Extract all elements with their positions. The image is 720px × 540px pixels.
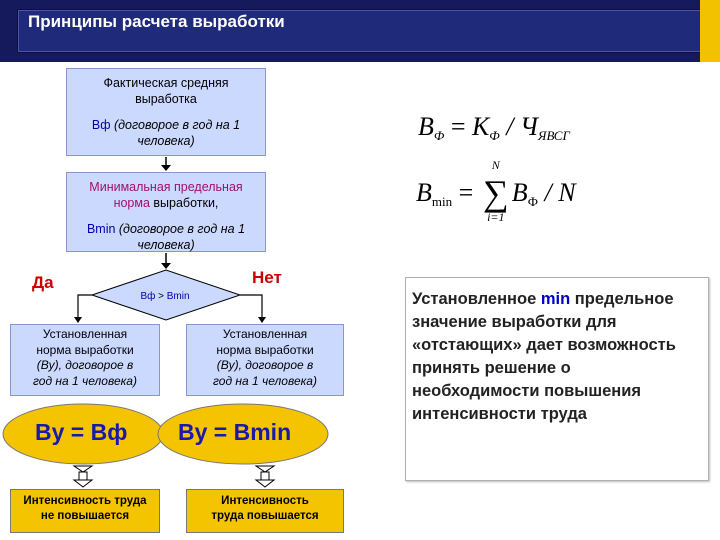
f1-eq: = [444,112,473,141]
f1-k-sub: Ф [489,128,500,143]
f2-term-sub: Ф [527,194,538,209]
min-output-unit1: (договорое в год на 1 [115,222,246,236]
sigma-icon: ∑ [482,173,509,214]
arrow-1-head [161,165,171,171]
decision-condition: Вф > Bmin [120,291,210,302]
set-norm-left-line3-text: (Ву), договорое в [36,358,134,372]
outcome-right-box: Интенсивность труда повышается [186,489,344,533]
header: Принципы расчета выработки [0,0,720,62]
f2-lhs-sub: min [431,194,453,209]
f2-tail: / N [537,178,576,207]
actual-output-line2: выработка [135,92,197,106]
actual-output-formula-line: Вф (договорое в год на 1 [67,117,265,133]
min-output-line1: Минимальная предельная [89,180,243,194]
decision-no-label: Нет [252,268,282,287]
min-output-unit2: человека) [137,238,195,252]
min-output-box: Минимальная предельная норма выработки, … [66,172,266,252]
set-norm-right-line1: Установленная [222,327,308,341]
set-norm-left-line2: норма выработки [36,342,134,357]
outcome-right-line1: Интенсивность [221,495,309,507]
condition-left: Вф [140,291,156,302]
min-output-line2b: выработки, [149,196,219,210]
set-norm-right-line2: норма выработки [216,342,314,357]
actual-output-unit2-line: человека) [67,133,265,149]
set-norm-left-line4: год на 1 человека) [11,374,159,390]
min-output-formula-line: Bmin (договорое в год на 1 [67,221,265,237]
info-min: min [540,290,571,308]
min-output-unit2-line: человека) [67,237,265,253]
info-part2: предельное значение выработки для «отста… [412,290,676,423]
f1-lhs: В [418,112,434,141]
result-right-text: Ву = Bmin [178,419,292,445]
actual-output-line1: Фактическая средняя [103,76,229,90]
info-part1: Установленное [412,290,541,308]
f2-sum-bottom: i=1 [487,210,505,225]
set-norm-right-line3-text: (Ву), договорое в [216,358,314,372]
set-norm-left-line4-text: год на 1 человека) [33,373,137,388]
info-box: Установленное min предельное значение вы… [405,277,709,481]
set-norm-right-line3: (Ву), договорое в [187,358,343,374]
set-norm-right-line4: год на 1 человека) [187,374,343,390]
outcome-left-box: Интенсивность труда не повышается [10,489,160,533]
f1-k: К [472,112,490,141]
header-bar [18,10,702,52]
f2-sum: N∑i=1 [480,158,512,224]
actual-output-symbol: Вф [91,118,111,132]
outcome-right-line2: труда повышается [211,510,319,522]
branch-right-head [258,317,266,323]
double-arrow-right [254,465,276,488]
set-norm-left-line3: (Ву), договорое в [11,358,159,374]
f1-div: / Ч [499,112,538,141]
f1-lhs-sub: Ф [433,128,445,143]
outcome-left-line2: не повышается [40,510,130,522]
decision-yes-label: Да [32,273,54,292]
f2-term: B [511,178,528,207]
condition-op: > [155,291,167,302]
branch-left-line [77,294,92,318]
result-left-text: Ву = Вф [35,419,128,445]
page-title: Принципы расчета выработки [28,12,285,31]
double-arrow-left [72,465,94,488]
actual-output-box: Фактическая средняя выработка Вф (догово… [66,68,266,156]
f1-ch-sub: ЯВСГ [537,128,570,143]
f2-sum-top: N [491,158,500,173]
min-output-line2a: норма [113,196,150,210]
outcome-left-line1: Интенсивность труда [23,495,147,507]
actual-output-unit2: человека) [137,134,195,148]
min-output-line2: норма выработки, [67,195,265,211]
min-output-symbol: Bmin [86,222,116,236]
set-norm-box-right: Установленная норма выработки (Ву), дого… [186,324,344,396]
f2-lhs: B [416,178,432,207]
set-norm-left-line1: Установленная [42,327,128,341]
branch-right-line [240,294,263,318]
condition-right: Bmin [166,291,190,302]
formula-actual-output: ВФ = КФ / ЧЯВСГ [418,112,570,144]
set-norm-right-line4-text: год на 1 человека) [213,373,317,388]
f2-eq: = [452,178,480,207]
result-ellipse-right [157,403,329,465]
set-norm-box-left: Установленная норма выработки (Ву), дого… [10,324,160,396]
actual-output-unit1: (договорое в год на 1 [110,118,241,132]
arrow-2-head [161,263,171,269]
branch-left-head [74,317,82,323]
header-accent [700,0,720,62]
